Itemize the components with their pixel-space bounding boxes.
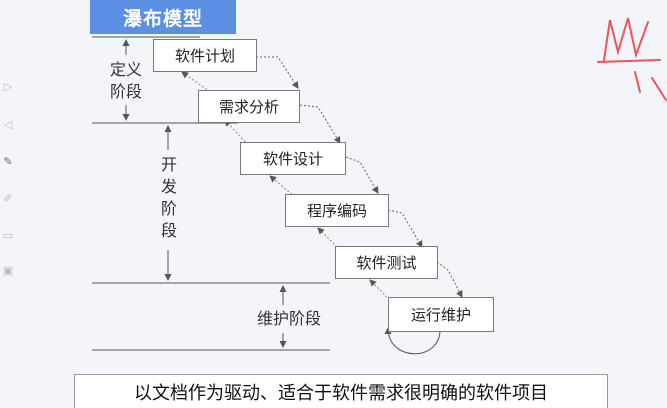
image-icon[interactable]: ▣ bbox=[2, 264, 14, 277]
phase-label-development: 开 发 阶 段 bbox=[160, 155, 177, 240]
flow-arrow-2 bbox=[299, 104, 341, 144]
back-icon[interactable]: ◁ bbox=[3, 118, 13, 131]
stage-software-testing: 软件测试 bbox=[335, 246, 438, 279]
maintenance-loop-arrow bbox=[384, 327, 441, 355]
stage-operation-maintenance: 运行维护 bbox=[388, 297, 494, 332]
play-icon[interactable]: ▷ bbox=[3, 80, 13, 93]
feedback-arrow-1 bbox=[181, 71, 211, 93]
footer-description: 以文档作为驱动、适合于软件需求很明确的软件项目 bbox=[74, 374, 608, 408]
flow-arrow-4 bbox=[387, 209, 423, 248]
marker-icon[interactable]: ✐ bbox=[3, 192, 13, 205]
feedback-arrow-5 bbox=[369, 279, 391, 301]
feedback-arrow-3 bbox=[269, 175, 296, 198]
stage-requirement-analysis: 需求分析 bbox=[198, 90, 300, 123]
whiteboard-toolbar: ▷ ◁ ✎ ✐ ▭ ▣ bbox=[0, 65, 16, 295]
phase-label-definition: 定义 阶段 bbox=[109, 60, 142, 101]
flow-arrow-5 bbox=[436, 261, 463, 298]
flow-arrow-1 bbox=[256, 56, 299, 89]
handwritten-annotation bbox=[597, 17, 667, 101]
page-title: 瀑布模型 bbox=[90, 0, 236, 34]
phase-label-maintenance: 维护阶段 bbox=[256, 309, 321, 328]
eraser-icon[interactable]: ▭ bbox=[2, 229, 14, 242]
pen-icon[interactable]: ✎ bbox=[3, 155, 13, 168]
feedback-arrow-2 bbox=[224, 119, 249, 146]
phase-separators bbox=[92, 36, 330, 351]
stage-software-plan: 软件计划 bbox=[153, 39, 257, 72]
stage-programming: 程序编码 bbox=[285, 194, 389, 227]
flow-arrow-3 bbox=[345, 156, 379, 194]
stage-software-design: 软件设计 bbox=[240, 142, 346, 175]
